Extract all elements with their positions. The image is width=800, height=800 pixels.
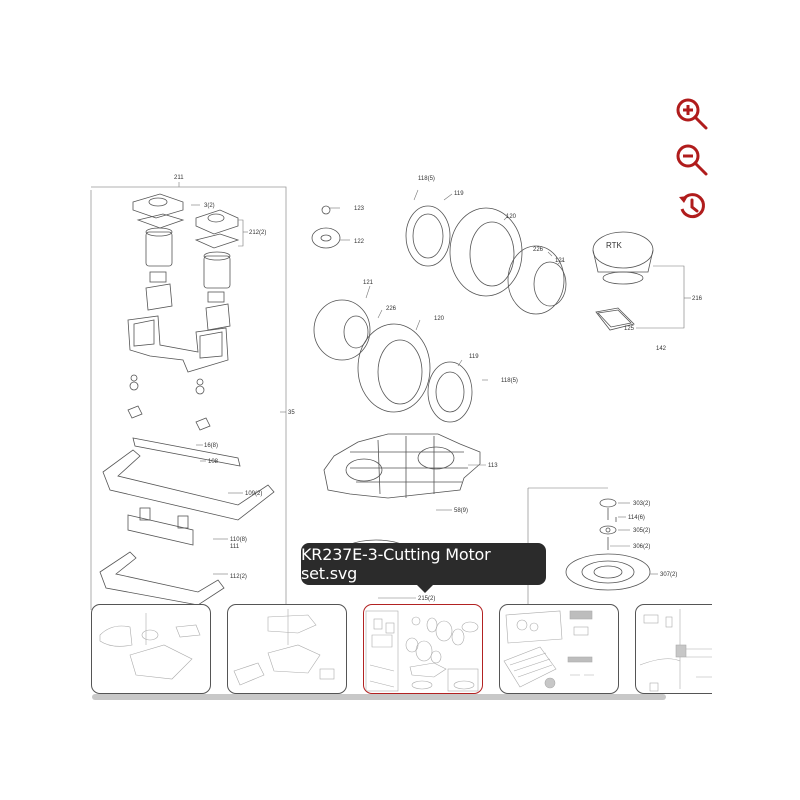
- svg-text:121: 121: [363, 280, 374, 286]
- svg-text:226: 226: [386, 306, 397, 312]
- svg-text:211: 211: [174, 175, 184, 181]
- zoom-in-button[interactable]: [672, 96, 712, 132]
- diagram-svg: 211: [90, 175, 703, 610]
- thumbnail-2-preview: [233, 609, 335, 686]
- thumbnail-2[interactable]: [227, 604, 347, 694]
- tooltip-text: KR237E-3-Cutting Motor set.svg: [301, 545, 491, 583]
- thumbnail-4-preview: [503, 610, 594, 689]
- horizontal-scrollbar[interactable]: [92, 694, 666, 700]
- svg-text:121: 121: [555, 258, 566, 264]
- svg-text:123: 123: [354, 206, 365, 212]
- svg-text:212(2): 212(2): [249, 230, 266, 236]
- svg-text:303(2): 303(2): [633, 501, 650, 507]
- exploded-parts-diagram[interactable]: 211: [88, 160, 728, 610]
- svg-text:114(6): 114(6): [628, 515, 645, 521]
- reset-zoom-button[interactable]: [672, 188, 712, 224]
- svg-text:109(2): 109(2): [245, 491, 262, 497]
- svg-text:111: 111: [230, 544, 240, 550]
- svg-text:142: 142: [656, 346, 667, 352]
- svg-text:118(5): 118(5): [418, 176, 435, 182]
- svg-text:307(2): 307(2): [660, 572, 677, 578]
- svg-text:305(2): 305(2): [633, 528, 650, 534]
- svg-text:110(8): 110(8): [230, 537, 247, 543]
- svg-text:125: 125: [624, 326, 635, 332]
- thumbnail-strip[interactable]: [88, 600, 712, 698]
- svg-text:108: 108: [208, 459, 219, 465]
- zoom-out-button[interactable]: [672, 142, 712, 178]
- svg-text:16(8): 16(8): [204, 443, 218, 449]
- svg-text:119: 119: [469, 354, 479, 360]
- history-reset-icon: [679, 193, 705, 219]
- svg-text:122: 122: [354, 239, 365, 245]
- svg-text:118(5): 118(5): [501, 378, 518, 384]
- zoom-toolbar: [672, 96, 714, 224]
- thumbnail-1[interactable]: [91, 604, 211, 694]
- svg-text:3(2): 3(2): [204, 203, 215, 209]
- file-name-tooltip: KR237E-3-Cutting Motor set.svg: [301, 543, 546, 593]
- svg-text:112(2): 112(2): [230, 574, 247, 580]
- svg-text:306(2): 306(2): [633, 544, 650, 550]
- svg-text:226: 226: [533, 247, 544, 253]
- svg-text:216: 216: [692, 296, 703, 302]
- thumbnail-3-active[interactable]: [363, 604, 483, 694]
- thumbnail-1-preview: [99, 613, 201, 680]
- svg-text:215(2): 215(2): [418, 596, 435, 602]
- svg-text:35: 35: [288, 410, 295, 416]
- svg-text:58(9): 58(9): [454, 508, 468, 514]
- thumbnail-4[interactable]: [499, 604, 619, 694]
- thumbnail-3-preview: [365, 610, 479, 692]
- svg-text:RTK: RTK: [606, 241, 623, 250]
- svg-text:120: 120: [434, 316, 445, 322]
- svg-text:113: 113: [488, 463, 498, 469]
- zoom-out-icon: [676, 144, 708, 176]
- svg-text:120: 120: [506, 214, 517, 220]
- thumbnail-5-preview: [639, 609, 712, 692]
- zoom-in-icon: [676, 98, 708, 130]
- svg-text:119: 119: [454, 191, 464, 197]
- thumbnail-5[interactable]: [635, 604, 712, 694]
